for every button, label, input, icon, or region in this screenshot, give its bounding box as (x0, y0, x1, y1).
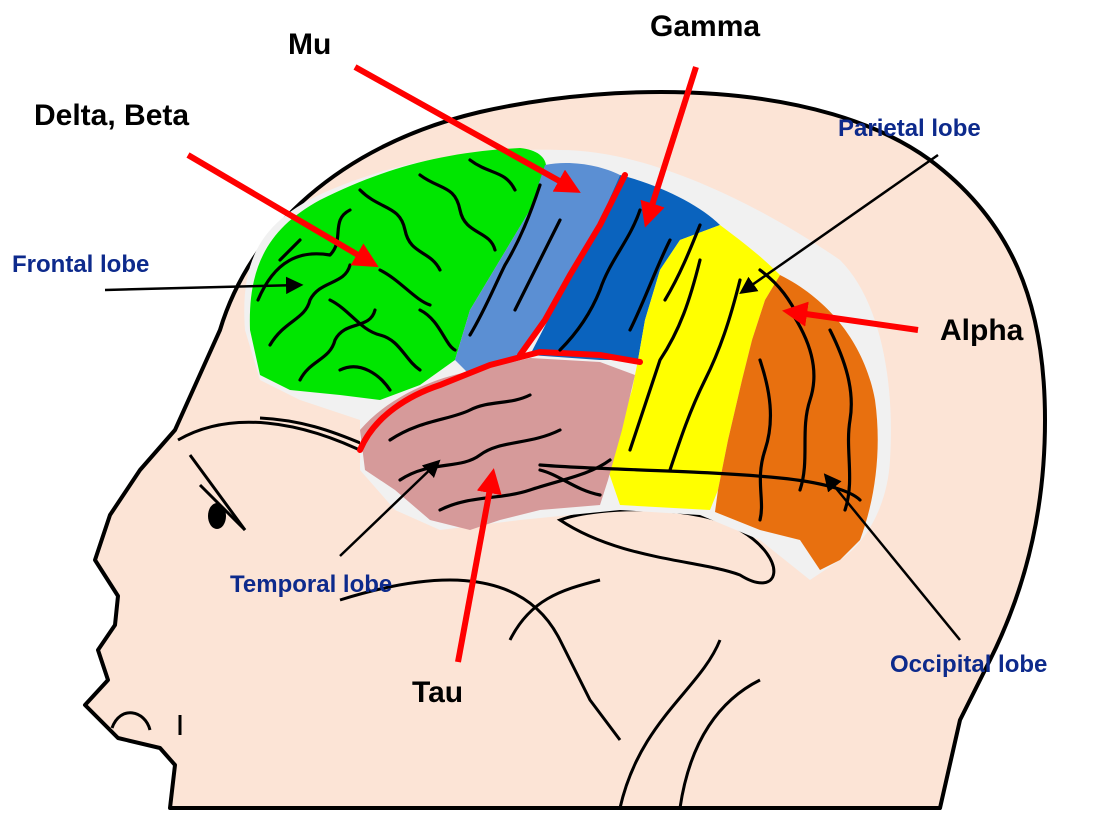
label-alpha: Alpha (940, 314, 1024, 347)
label-occipital-lobe: Occipital lobe (890, 651, 1047, 678)
label-mu: Mu (288, 28, 331, 61)
eye-icon (208, 503, 226, 529)
label-frontal-lobe: Frontal lobe (12, 251, 149, 278)
label-tau: Tau (412, 676, 463, 709)
label-temporal-lobe: Temporal lobe (230, 571, 392, 598)
label-gamma: Gamma (650, 10, 760, 43)
label-parietal-lobe: Parietal lobe (838, 115, 981, 142)
label-delta-beta: Delta, Beta (34, 99, 189, 132)
